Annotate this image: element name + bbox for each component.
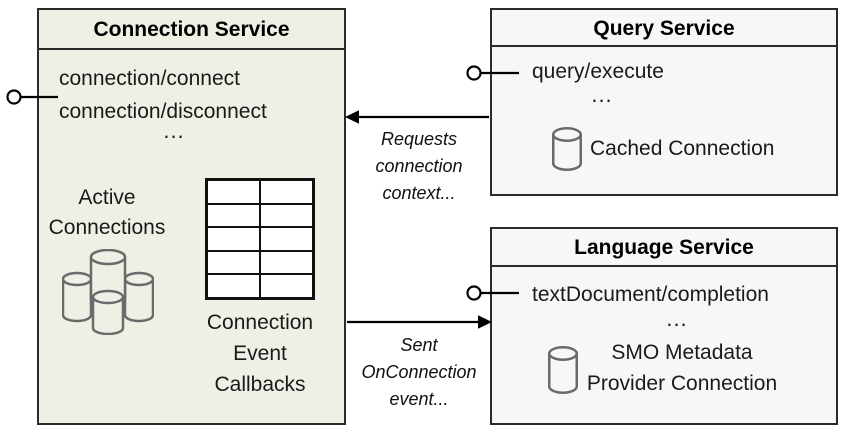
smo-metadata-provider-connection-label: SMO Metadata Provider Connection — [586, 341, 778, 395]
arrowhead-left-icon — [345, 110, 359, 124]
query-service-box: Query Service query/execute ... Cached C… — [490, 8, 838, 196]
language-service-box: Language Service textDocument/completion… — [490, 227, 838, 425]
active-connections-label: Active Connections — [48, 186, 166, 239]
method-connection-disconnect: connection/disconnect — [59, 100, 267, 123]
more-methods-ellipsis: ... — [163, 118, 185, 143]
table-cell — [207, 180, 260, 204]
database-cylinder — [552, 127, 582, 171]
database-cylinder — [62, 279, 93, 323]
database-cylinder-top — [89, 249, 127, 266]
table-cell — [260, 227, 313, 251]
database-cylinder — [123, 279, 154, 323]
more-methods-ellipsis: ... — [591, 82, 613, 107]
table-cell — [207, 250, 260, 275]
cached-connection-label: Cached Connection — [590, 137, 775, 160]
lollipop-interface-icon — [466, 285, 482, 301]
lollipop-interface-icon — [466, 65, 482, 81]
language-service-title: Language Service — [492, 229, 836, 267]
database-cylinder — [91, 297, 125, 335]
connection-service-title: Connection Service — [39, 10, 344, 50]
table-cell — [207, 227, 260, 251]
sent-onconnection-event-label: Sent OnConnection event... — [361, 335, 477, 409]
database-cylinder-top — [91, 289, 125, 305]
database-icon — [552, 127, 582, 171]
lollipop-interface-icon — [6, 89, 22, 105]
table-cell — [260, 274, 313, 298]
table-cell — [260, 203, 313, 228]
database-icon — [548, 346, 578, 394]
more-methods-ellipsis: ... — [666, 306, 688, 331]
table-cell — [260, 180, 313, 204]
table-cell — [207, 274, 260, 298]
method-connection-connect: connection/connect — [59, 67, 240, 90]
table-cell — [207, 203, 260, 228]
database-cluster-shapes — [62, 249, 154, 335]
table-cell — [260, 250, 313, 275]
connection-service-box: Connection Service connection/connect co… — [37, 8, 346, 425]
method-textdocument-completion: textDocument/completion — [532, 283, 769, 306]
connection-event-callbacks-label: Connection Event Callbacks — [206, 311, 314, 396]
database-cylinder — [548, 346, 578, 394]
database-cluster-icon — [62, 249, 154, 335]
database-cylinder-top — [123, 271, 154, 287]
callback-table-grid — [205, 178, 315, 300]
method-query-execute: query/execute — [532, 60, 664, 83]
database-cylinder-top — [62, 271, 93, 287]
query-service-title: Query Service — [492, 10, 836, 47]
requests-connection-context-label: Requests connection context... — [375, 129, 463, 203]
